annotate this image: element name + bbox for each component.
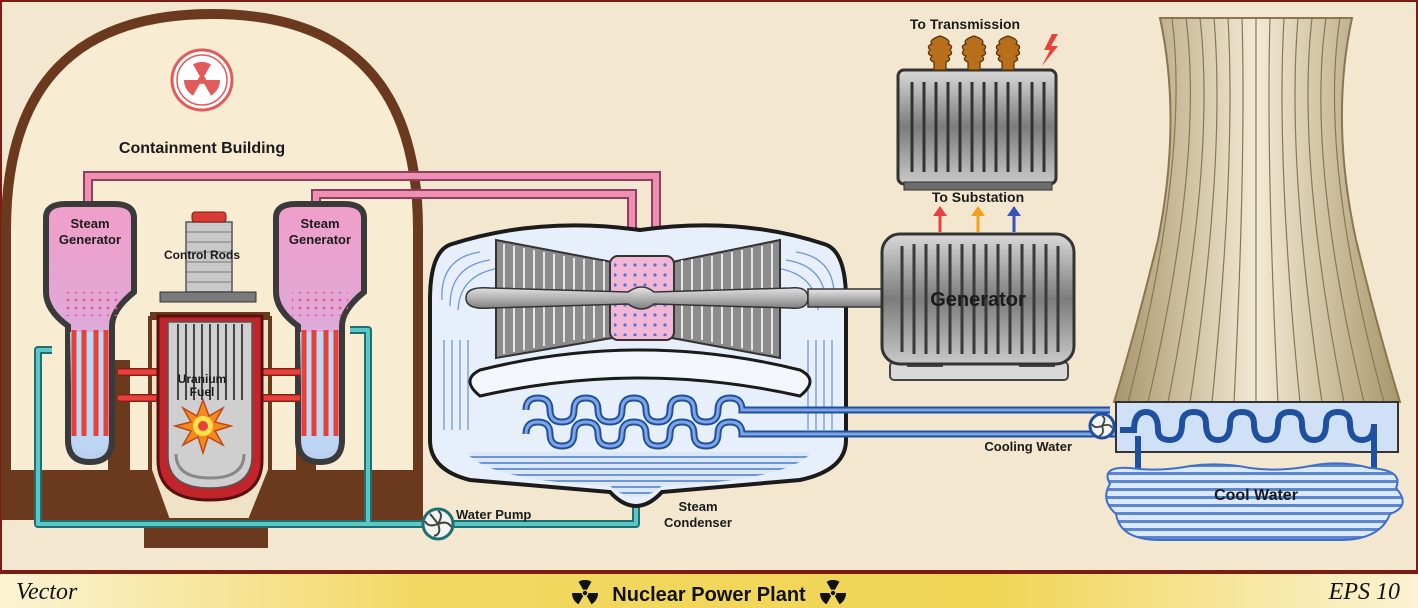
- reactor-vessel: [156, 211, 264, 502]
- steam-generator-left-label-line2: Generator: [59, 232, 121, 247]
- footer-right-text: EPS 10: [1328, 579, 1400, 605]
- footer-title-text: Nuclear Power Plant: [612, 584, 806, 606]
- to-transmission-label: To Transmission: [910, 16, 1020, 32]
- steam-condenser-label-line2: Condenser: [664, 515, 732, 530]
- footer-title: Nuclear Power Plant: [0, 580, 1418, 607]
- pump-icon: [421, 507, 455, 541]
- generator-label: Generator: [930, 289, 1026, 311]
- steam-generator-right-label-line1: Steam: [300, 216, 339, 231]
- footer-bar: Vector Nuclear Power Plant EPS 10: [0, 572, 1418, 608]
- footer-left-text: Vector: [16, 579, 78, 605]
- containment-building-label: Containment Building: [119, 140, 285, 157]
- steam-generator-right-label-line2: Generator: [289, 232, 351, 247]
- uranium-fuel-label-line1: Uranium: [178, 372, 227, 386]
- uranium-fuel-label-line2: Fuel: [190, 385, 215, 399]
- transformer: [896, 35, 1058, 191]
- radiation-trefoil-icon: [819, 580, 846, 605]
- generator: [880, 232, 1076, 381]
- control-rods-label: Control Rods: [164, 248, 240, 262]
- radiation-trefoil-icon: [572, 580, 599, 605]
- steam-generator-left-label-line1: Steam: [70, 216, 109, 231]
- lightning-icon: [1042, 34, 1058, 66]
- steam-generator-left: [43, 201, 137, 466]
- water-pump-label: Water Pump: [456, 507, 531, 522]
- fire-burst-icon: [172, 397, 234, 456]
- cooling-water-label: Cooling Water: [984, 439, 1072, 454]
- steam-condenser-label-line1: Steam: [678, 499, 717, 514]
- cooling-tower: [1105, 17, 1404, 541]
- diagram-canvas: Containment Building Steam Generator Ste…: [0, 0, 1418, 572]
- radiation-trefoil-icon: [170, 48, 234, 112]
- steam-turbine: [465, 238, 893, 360]
- cool-water-label: Cool Water: [1214, 487, 1298, 504]
- cooling-pump-icon: [1088, 412, 1116, 440]
- to-substation-label: To Substation: [932, 189, 1024, 205]
- substation-arrows: [933, 206, 1021, 232]
